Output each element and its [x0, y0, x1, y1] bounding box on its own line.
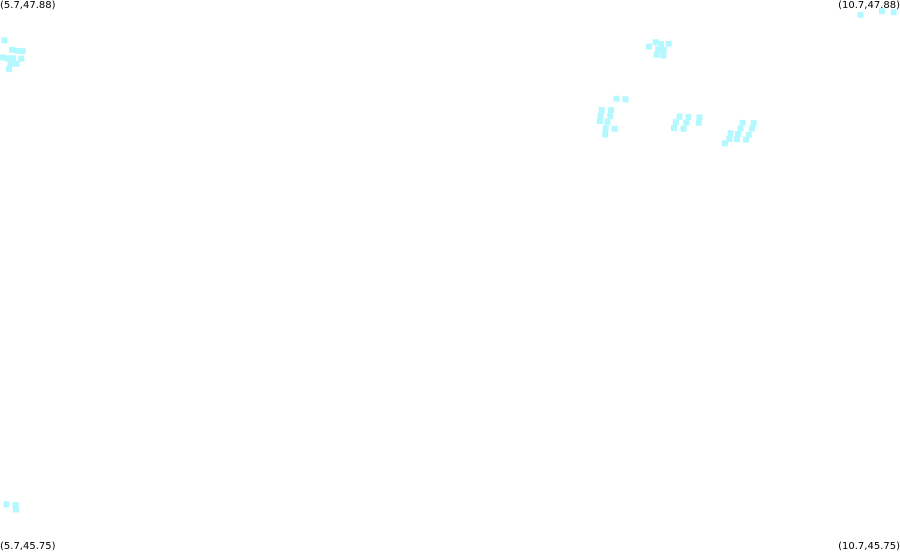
location-marker	[683, 119, 690, 126]
location-marker	[4, 55, 11, 62]
location-marker	[749, 125, 755, 132]
location-marker	[665, 40, 672, 47]
location-marker	[604, 118, 611, 125]
location-marker	[7, 60, 14, 67]
location-marker	[750, 120, 757, 127]
location-marker	[743, 136, 750, 143]
location-marker	[645, 43, 652, 50]
location-marker	[613, 95, 620, 102]
location-marker	[857, 11, 864, 18]
location-marker	[18, 55, 25, 62]
location-marker	[607, 113, 614, 120]
location-marker	[721, 140, 728, 147]
location-marker	[890, 9, 897, 16]
location-marker	[13, 60, 20, 67]
location-marker	[660, 52, 667, 59]
location-marker	[611, 125, 618, 132]
corner-label-bottom-right: (10.7,45.75)	[838, 541, 900, 552]
location-marker	[879, 8, 885, 15]
location-marker	[13, 506, 19, 513]
location-marker	[726, 135, 733, 142]
location-marker	[658, 41, 664, 48]
location-marker	[680, 125, 687, 132]
location-marker	[602, 131, 609, 138]
corner-label-bottom-left: (5.7,45.75)	[0, 541, 56, 552]
location-marker	[602, 125, 609, 132]
location-marker	[597, 112, 604, 119]
location-marker	[676, 113, 683, 120]
location-marker	[670, 125, 677, 131]
location-marker	[9, 46, 16, 53]
location-marker	[19, 48, 26, 55]
location-marker	[695, 119, 702, 126]
location-marker	[1, 37, 8, 44]
location-marker	[739, 119, 746, 126]
location-marker	[737, 125, 744, 132]
location-marker	[653, 51, 660, 58]
location-marker	[727, 130, 734, 137]
location-marker	[596, 118, 603, 124]
location-marker	[0, 54, 6, 61]
location-marker	[652, 39, 659, 46]
location-markers	[0, 8, 897, 513]
location-marker	[745, 131, 752, 138]
location-marker	[696, 114, 703, 121]
location-marker	[6, 66, 12, 73]
location-marker	[608, 107, 615, 114]
location-marker	[3, 501, 10, 508]
location-marker	[622, 96, 629, 103]
location-marker	[734, 136, 741, 143]
corner-label-top-right: (10.7,47.88)	[838, 0, 900, 11]
location-marker	[12, 502, 19, 509]
location-marker	[10, 55, 17, 62]
location-marker	[735, 131, 741, 137]
location-marker	[655, 46, 662, 53]
location-marker	[685, 114, 692, 121]
location-marker	[660, 47, 667, 53]
location-marker	[15, 47, 21, 54]
location-marker	[672, 119, 679, 126]
corner-label-top-left: (5.7,47.88)	[0, 0, 56, 11]
location-marker	[598, 107, 605, 114]
